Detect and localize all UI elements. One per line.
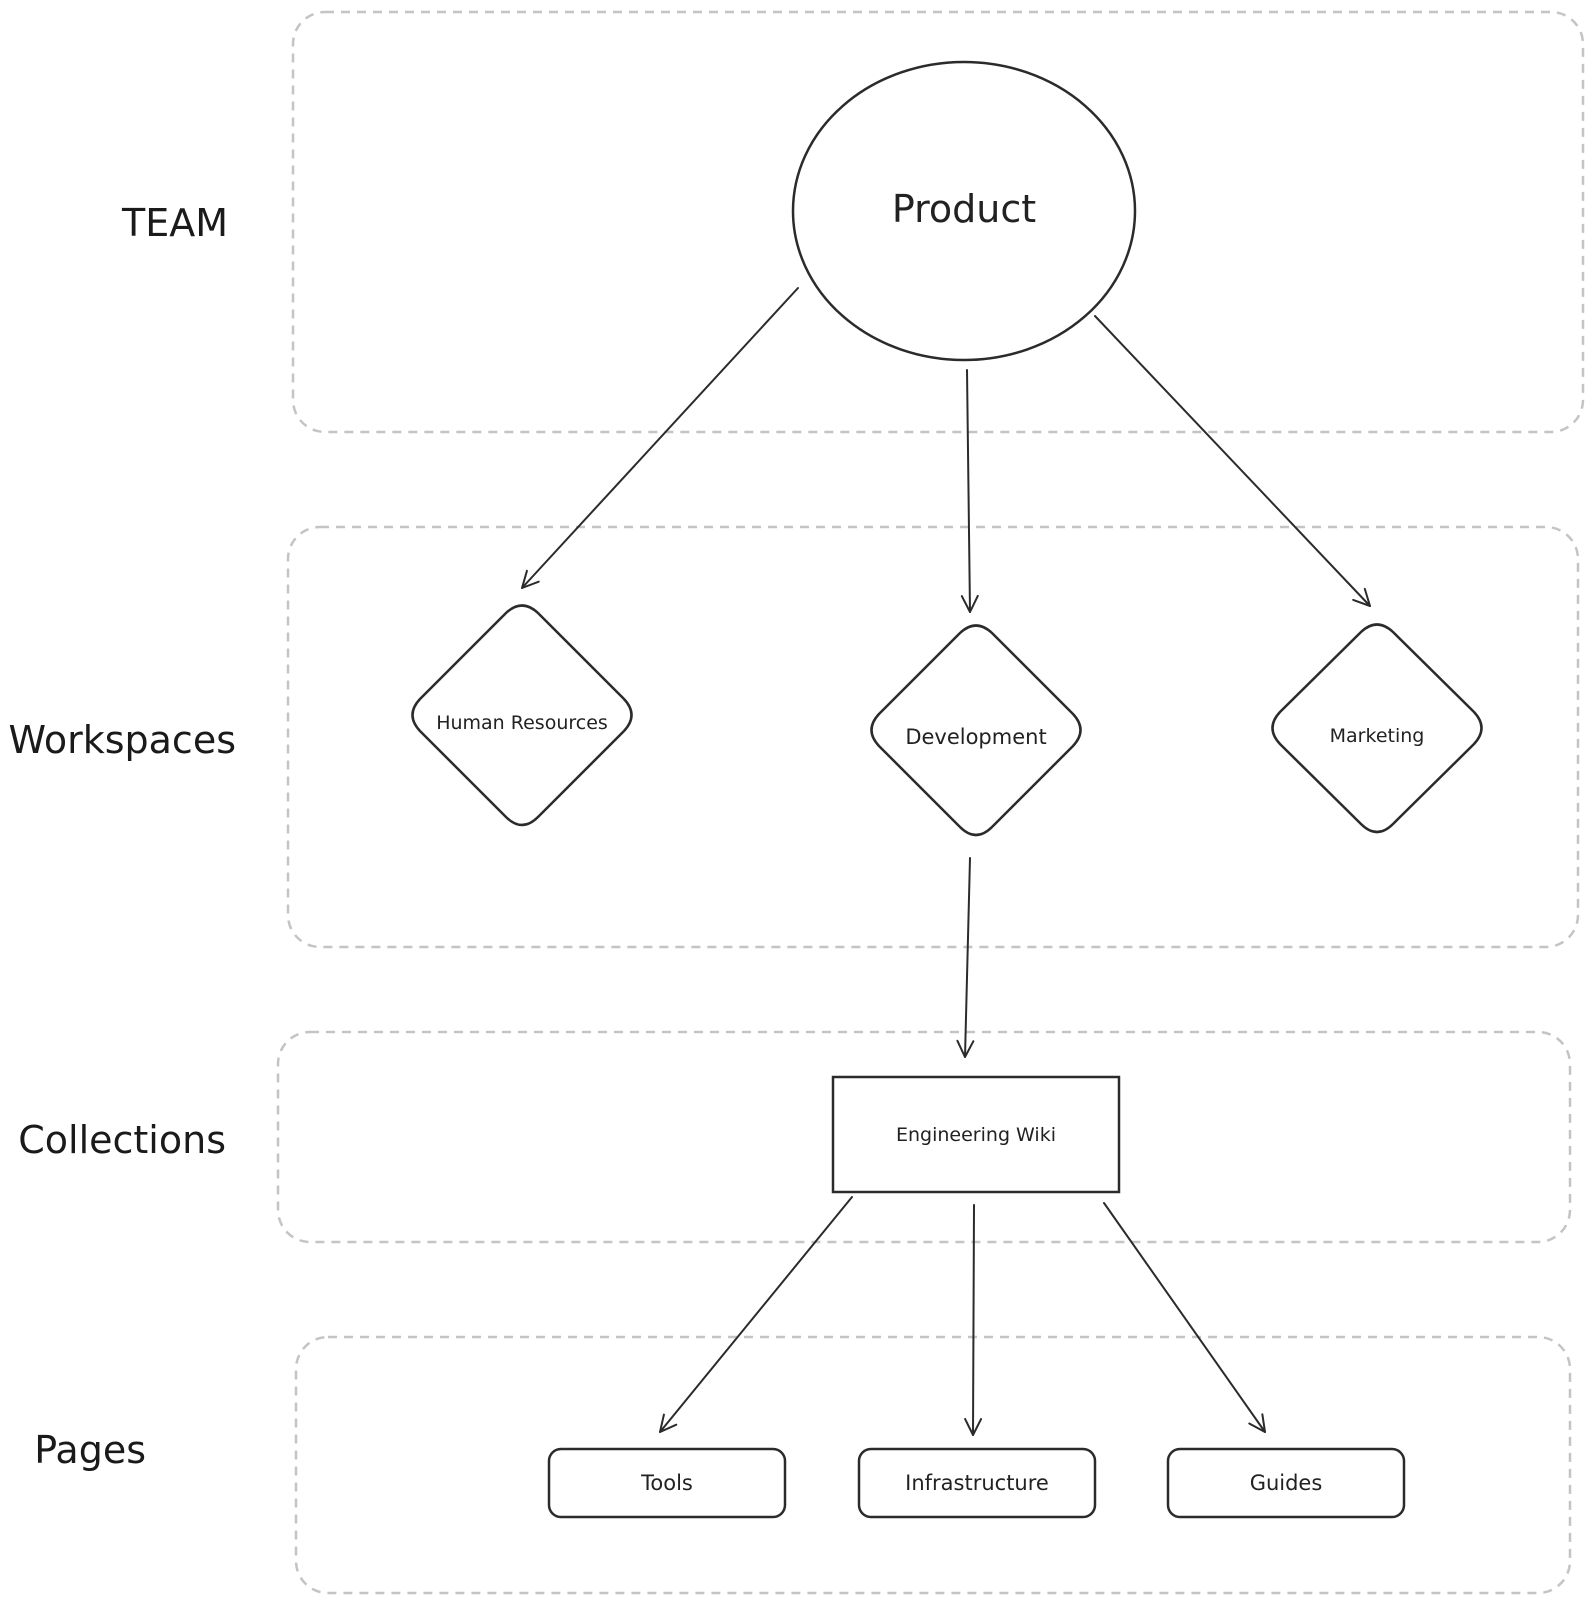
- workspace-node-label: Development: [905, 725, 1046, 749]
- page-node-label: Tools: [640, 1471, 693, 1495]
- tier-label-collections: Collections: [18, 1118, 226, 1162]
- edge-engineering-wiki-to-infrastructure: [964, 1204, 983, 1436]
- page-node-tools[interactable]: Tools: [547, 1447, 787, 1519]
- page-node-infrastructure[interactable]: Infrastructure: [857, 1447, 1097, 1519]
- team-node-label: Product: [892, 187, 1036, 231]
- workspace-node-label: Human Resources: [436, 712, 608, 734]
- workspace-node-human-resources[interactable]: Human Resources: [411, 604, 633, 827]
- workspace-node-development[interactable]: Development: [870, 624, 1082, 837]
- collections-zone: [276, 1030, 1572, 1244]
- team-node-product[interactable]: Product: [791, 60, 1137, 362]
- edge-engineering-wiki-to-guides: [1103, 1202, 1266, 1433]
- tier-label-workspaces: Workspaces: [9, 718, 237, 762]
- tier-label-pages: Pages: [34, 1428, 146, 1472]
- page-node-label: Guides: [1250, 1471, 1323, 1495]
- workspace-node-label: Marketing: [1330, 725, 1425, 747]
- page-node-guides[interactable]: Guides: [1166, 1447, 1406, 1519]
- page-node-label: Infrastructure: [905, 1471, 1049, 1495]
- collection-node-engineering-wiki[interactable]: Engineering Wiki: [831, 1075, 1121, 1194]
- workspaces-zone: [286, 525, 1580, 949]
- edge-development-to-engineering-wiki: [956, 857, 975, 1058]
- edge-product-to-marketing: [1094, 315, 1371, 607]
- edge-product-to-development: [960, 369, 979, 613]
- edge-product-to-human-resources: [521, 287, 799, 589]
- tier-label-team: TEAM: [121, 201, 228, 245]
- edge-engineering-wiki-to-tools: [659, 1196, 853, 1433]
- collection-node-label: Engineering Wiki: [896, 1124, 1056, 1146]
- team-zone: [291, 10, 1585, 434]
- workspace-node-marketing[interactable]: Marketing: [1271, 623, 1483, 834]
